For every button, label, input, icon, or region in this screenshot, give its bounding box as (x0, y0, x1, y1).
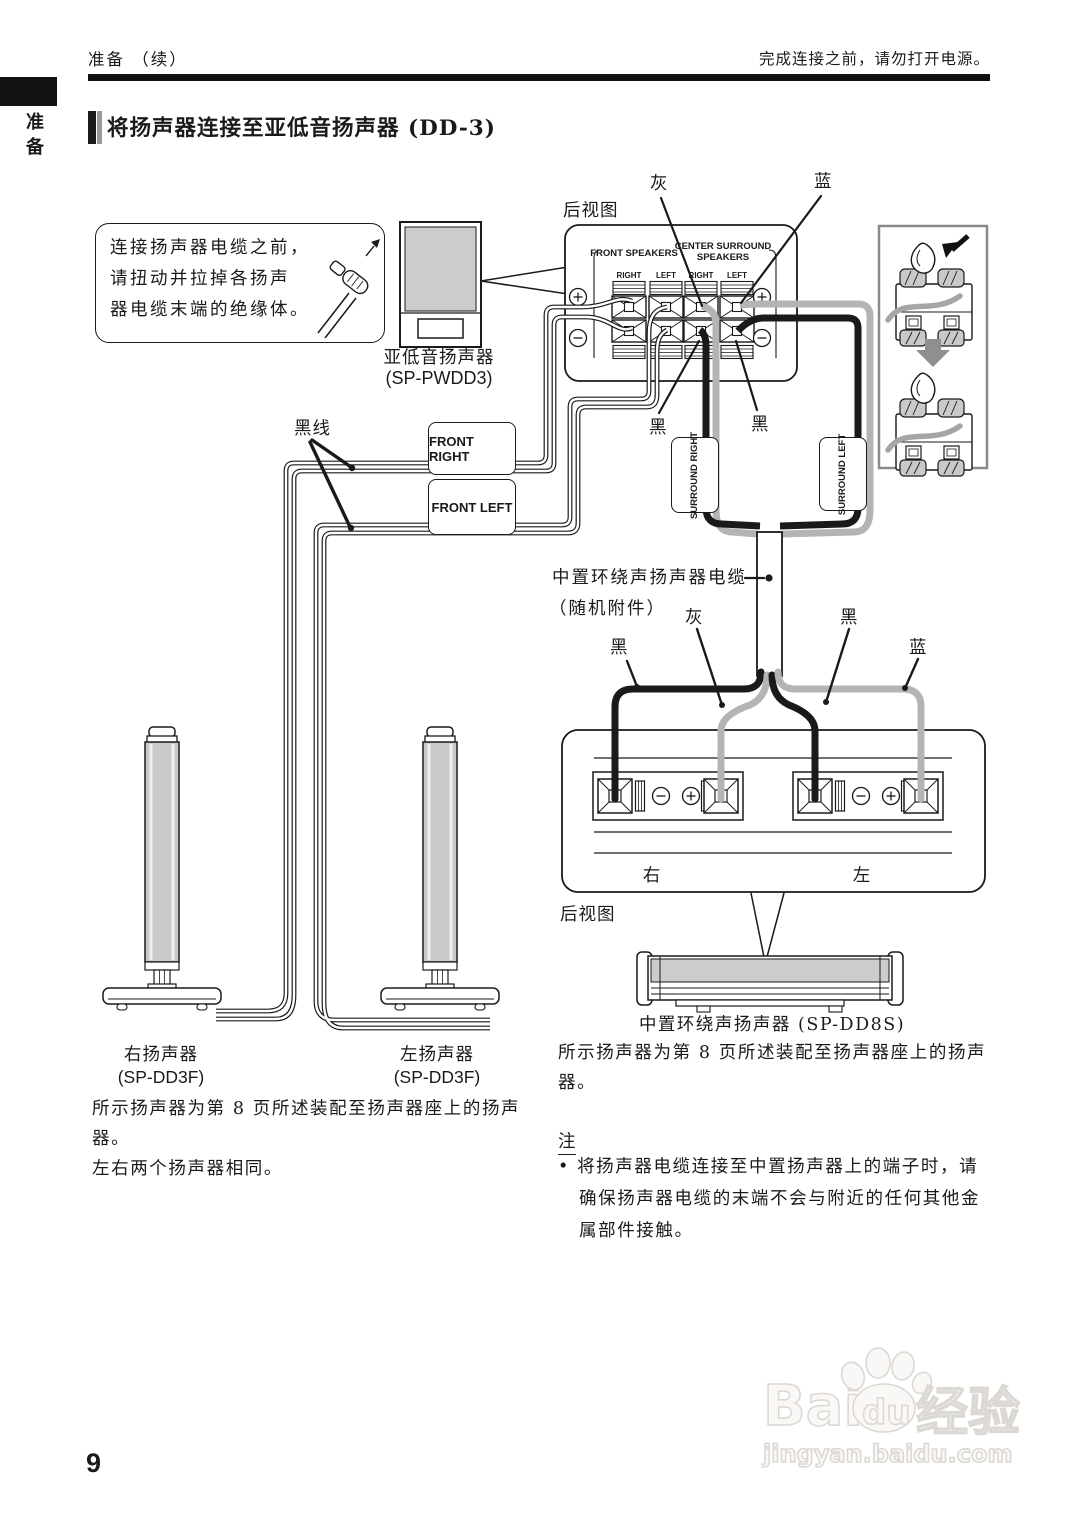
note-title: 注 (558, 1128, 576, 1155)
panel-center-surround-label: CENTER SURROUND (675, 241, 772, 252)
front-speakers-desc-1: 所示扬声器为第 8 页所述装配至扬声器座上的扬声 (92, 1099, 521, 1119)
rear-view-bottom-label: 后视图 (560, 905, 616, 925)
paw-icon (840, 1347, 933, 1433)
panel-col-right2: RIGHT (689, 271, 714, 280)
cable-strip-illustration (317, 239, 380, 339)
gray-tag: 灰 (685, 608, 704, 628)
panel-col-left1: LEFT (656, 271, 676, 280)
panel-front-speakers-label: FRONT SPEAKERS (590, 248, 678, 259)
header-warning: 完成连接之前，请勿打开电源。 (758, 50, 990, 68)
black-tag-right: 黑 (840, 608, 859, 628)
black-wire-tag: 黑线 (294, 419, 331, 439)
note-line-2: 确保扬声器电缆的末端不会与附近的任何其他金 (579, 1189, 981, 1209)
leader-dots (347, 464, 908, 708)
surround-left-tag: SURROUND LEFT (819, 433, 867, 515)
side-tab-block (0, 77, 57, 106)
right-speaker-illustration (101, 725, 223, 1012)
cable-ribbon (756, 531, 783, 677)
black-tag-mid-right: 黑 (751, 415, 770, 435)
front-right-tag-text: FRONT RIGHT (429, 433, 474, 464)
note-line-3: 属部件接触。 (579, 1221, 694, 1241)
baidu-jingyan-watermark: Bai du 经验 jingyan.baidu.com (761, 1347, 1021, 1469)
header-rule (88, 74, 990, 81)
minus-terminal-icon (752, 328, 772, 348)
press-arrow-icon (942, 234, 970, 258)
tip-line-2: 请扭动并拉掉各扬声 (110, 269, 290, 289)
left-speaker-name: 左扬声器 (400, 1045, 474, 1065)
blue-tag: 蓝 (909, 638, 928, 658)
panel-center-surround-label2: SPEAKERS (697, 252, 749, 263)
center-cable-name: 中置环绕声扬声器电缆 (552, 568, 747, 588)
front-speaker-wires (216, 297, 669, 1031)
panel-right-label: 右 (642, 866, 662, 886)
note-line-1: • 将扬声器电缆连接至中置扬声器上的端子时，请 (558, 1157, 979, 1177)
black-tag-mid-left: 黑 (649, 418, 668, 438)
left-speaker-model: (SP-DD3F) (393, 1067, 481, 1087)
front-left-tag: FRONT LEFT (428, 479, 516, 535)
center-speaker-rear-panel (561, 729, 986, 893)
subwoofer-illustration (399, 221, 482, 348)
center-cable-conductors (611, 668, 925, 803)
front-left-tag-text: FRONT LEFT (431, 499, 513, 515)
down-arrow-icon (916, 339, 950, 367)
leader-lines (308, 194, 920, 704)
minus-terminal-icon (568, 328, 588, 348)
surround-right-tag: SURROUND RIGHT (671, 431, 719, 519)
watermark-url: jingyan.baidu.com (762, 1440, 1012, 1468)
front-speakers-desc-3: 左右两个扬声器相同。 (92, 1159, 283, 1179)
subwoofer-rear-panel: FRONT SPEAKERS CENTER SURROUND SPEAKERS … (564, 224, 798, 382)
watermark-brand-cn: 经验 (916, 1383, 1020, 1443)
panel-left-label: 左 (852, 866, 872, 886)
panel-col-left2: LEFT (727, 271, 747, 280)
panel-col-right1: RIGHT (617, 271, 642, 280)
title-marker (88, 111, 96, 144)
center-speaker-illustration (636, 951, 904, 1013)
left-speaker-illustration (379, 725, 501, 1012)
plus-terminal-icon (568, 287, 588, 307)
header-section: 准备 （续） (88, 50, 188, 69)
tip-line-1: 连接扬声器电缆之前， (110, 238, 310, 258)
surround-left-tag-text: SURROUND LEFT (837, 433, 849, 515)
center-cable-accessory: （随机附件） (549, 599, 666, 619)
title-marker-shadow (97, 111, 102, 144)
right-speaker-model: (SP-DD3F) (117, 1067, 205, 1087)
surround-right-tag-text: SURROUND RIGHT (689, 431, 701, 519)
center-speaker-desc-1: 所示扬声器为第 8 页所述装配至扬声器座上的扬声 (558, 1043, 987, 1063)
blue-tag-top: 蓝 (814, 172, 833, 192)
subwoofer-model: (SP-PWDD3) (385, 368, 493, 388)
watermark-brand-suffix: du (862, 1393, 911, 1433)
side-tab-label: 准备 (23, 112, 44, 162)
front-right-tag: FRONT RIGHT (428, 422, 516, 475)
tip-text: 连接扬声器电缆之前， 请扭动并拉掉各扬声 器电缆末端的绝缘体。 (110, 233, 310, 326)
gray-tag-top: 灰 (650, 174, 669, 194)
funnel-pointer (751, 893, 784, 957)
tip-line-3: 器电缆末端的绝缘体。 (110, 300, 310, 320)
page-number: 9 (86, 1448, 102, 1478)
front-speakers-desc-2: 器。 (92, 1129, 131, 1149)
tip-box (95, 223, 385, 343)
black-tag-left: 黑 (610, 638, 629, 658)
right-speaker-name: 右扬声器 (124, 1045, 198, 1065)
terminal-detail-inset (877, 224, 989, 476)
subwoofer-name: 亚低音扬声器 (383, 348, 495, 368)
rear-view-top-label: 后视图 (563, 201, 619, 221)
page-title: 将扬声器连接至亚低音扬声器 (DD-3) (107, 116, 496, 141)
center-speaker-desc-2: 器。 (558, 1073, 597, 1093)
center-speaker-name: 中置环绕声扬声器 (SP-DD8S) (638, 1015, 906, 1035)
pointer-wedge (480, 266, 569, 295)
